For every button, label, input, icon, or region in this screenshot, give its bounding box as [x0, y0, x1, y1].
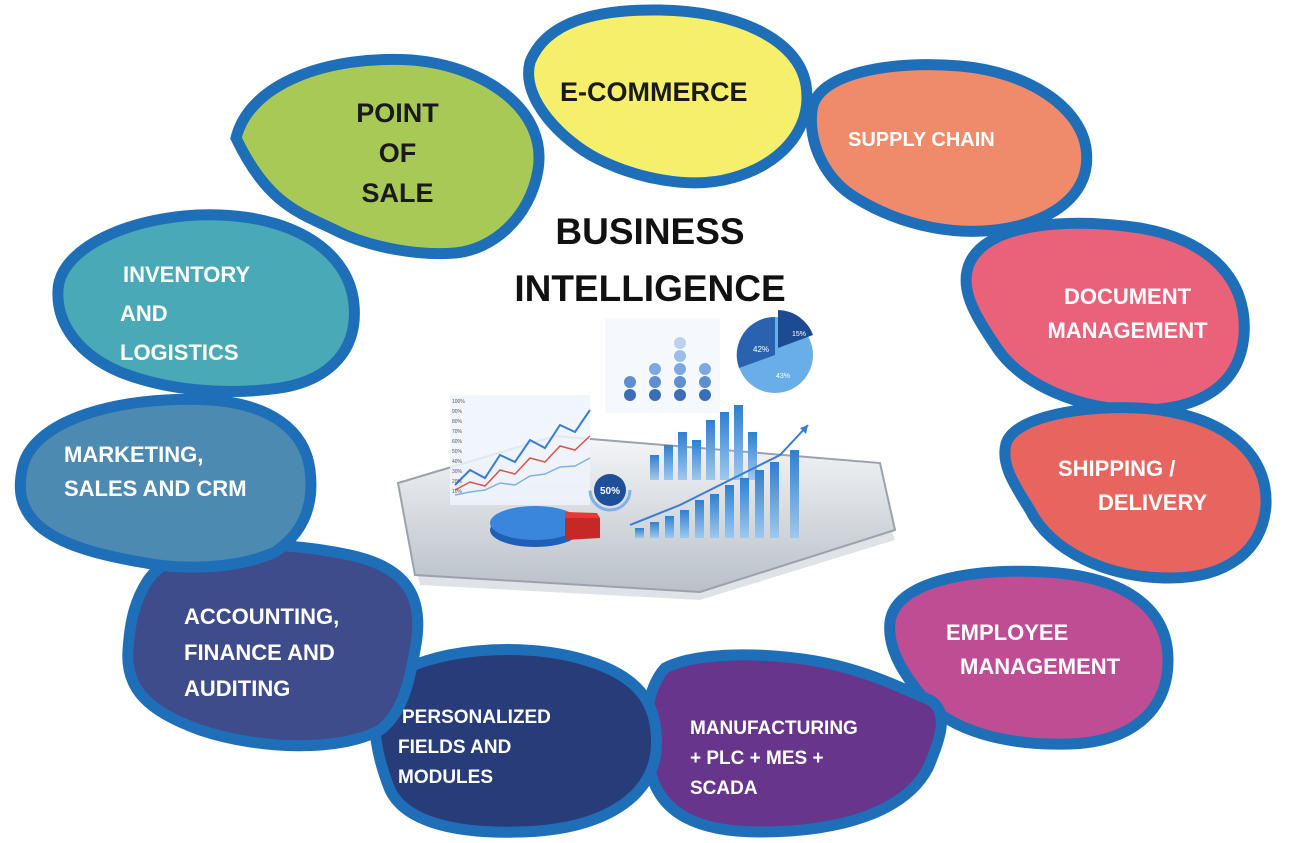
module-label-line: FINANCE AND	[184, 640, 335, 665]
module-bubble-marketing	[14, 393, 317, 573]
axis-tick: 20%	[452, 479, 463, 485]
module-label-line: DELIVERY	[1098, 490, 1208, 515]
module-label-line: MARKETING,	[64, 442, 204, 467]
module-bubble-accounting	[122, 539, 424, 752]
module-label-line: LOGISTICS	[120, 340, 239, 365]
module-label-line: INVENTORY	[123, 262, 251, 287]
module-label-line: SUPPLY CHAIN	[848, 129, 995, 151]
module-bubble-personalized-fields	[369, 644, 662, 838]
module-bubble-document-management	[960, 217, 1250, 416]
module-label-inventory: INVENTORY AND LOGISTICS	[120, 255, 250, 372]
module-label-line: SALE	[361, 178, 434, 208]
module-label-line: AND	[120, 301, 168, 326]
pie-label: 15%	[792, 331, 806, 338]
module-label-line: MODULES	[398, 767, 493, 788]
module-label-document-management: DOCUMENT MANAGEMENT	[1030, 280, 1225, 348]
line-chart-panel: 100% 90% 80% 70% 60% 50% 40% 30% 20% 10%	[450, 395, 591, 505]
axis-tick: 40%	[452, 459, 463, 465]
axis-tick: 50%	[452, 449, 463, 455]
module-label-line: MANAGEMENT	[1047, 318, 1208, 343]
axis-tick: 90%	[452, 409, 463, 415]
axis-tick: 80%	[452, 419, 463, 425]
module-bubble-shipping-delivery	[999, 402, 1272, 584]
axis-tick: 10%	[452, 489, 463, 495]
module-label-shipping-delivery: SHIPPING / DELIVERY	[1058, 452, 1207, 520]
center-title-line: INTELLIGENCE	[514, 268, 786, 309]
growth-bar-chart	[629, 424, 809, 538]
center-title: BUSINESS INTELLIGENCE	[500, 203, 800, 317]
module-label-marketing: MARKETING, SALES AND CRM	[64, 438, 247, 506]
module-label-line: SCADA	[690, 778, 758, 799]
percent-badge: 50%	[600, 486, 620, 497]
axis-tick: 70%	[452, 429, 463, 435]
module-label-line: POINT	[356, 98, 439, 128]
pie-chart: 42% 15% 43%	[736, 310, 813, 393]
module-label-personalized-fields: PERSONALIZED FIELDS AND MODULES	[398, 703, 551, 793]
module-label-line: FIELDS AND	[398, 737, 512, 758]
pie-label: 42%	[753, 345, 769, 354]
percent-gauge: 50%	[588, 468, 632, 512]
module-bubble-supply-chain	[805, 59, 1093, 237]
module-bubble-inventory	[52, 209, 360, 397]
module-label-point-of-sale: POINT OF SALE	[340, 93, 455, 213]
axis-tick-labels: 100% 90% 80% 70% 60% 50% 40% 30% 20% 10%	[452, 399, 465, 495]
module-label-line: PERSONALIZED	[402, 707, 551, 728]
module-label-line: OF	[378, 138, 417, 168]
module-label-line: + PLC + MES +	[690, 748, 824, 769]
pie-label: 43%	[776, 373, 790, 380]
module-label-line: E-COMMERCE	[560, 77, 748, 107]
module-label-line: AUDITING	[184, 676, 291, 701]
module-label-employee-management: EMPLOYEE MANAGEMENT	[946, 616, 1120, 684]
module-label-line: SHIPPING /	[1058, 456, 1176, 481]
module-label-e-commerce: E-COMMERCE	[560, 76, 748, 108]
module-label-supply-chain: SUPPLY CHAIN	[848, 128, 995, 152]
module-label-line: MANAGEMENT	[960, 654, 1121, 679]
module-label-line: ACCOUNTING,	[184, 604, 340, 629]
module-label-manufacturing: MANUFACTURING + PLC + MES + SCADA	[690, 714, 858, 804]
donut-chart	[490, 506, 600, 547]
axis-tick: 100%	[452, 399, 465, 405]
axis-tick: 30%	[452, 469, 463, 475]
module-bubble-e-commerce	[523, 4, 813, 189]
bar-chart	[650, 405, 757, 480]
axis-tick: 60%	[452, 439, 463, 445]
module-label-line: SALES AND CRM	[64, 476, 247, 501]
module-bubble-point-of-sale	[230, 53, 545, 260]
module-label-line: EMPLOYEE	[946, 620, 1069, 645]
center-title-line: BUSINESS	[555, 211, 745, 252]
module-label-line: MANUFACTURING	[690, 718, 858, 739]
module-label-line: DOCUMENT	[1063, 284, 1192, 309]
hexagon-panel	[605, 318, 720, 413]
dashboard-illustration: 100% 90% 80% 70% 60% 50% 40% 30% 20% 10%	[396, 310, 897, 600]
module-label-accounting: ACCOUNTING, FINANCE AND AUDITING	[184, 599, 339, 707]
